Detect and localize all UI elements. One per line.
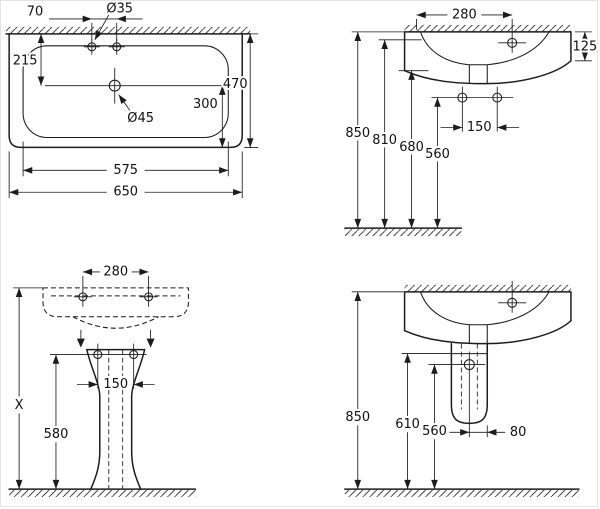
supply-connections	[446, 86, 514, 132]
pedestal-side-dimension-lines	[351, 291, 506, 490]
tap-holes	[83, 38, 125, 55]
dim-label-connection-height: 580	[44, 427, 69, 442]
dim-label-rim-height: 850	[345, 126, 370, 141]
floor-hatch	[344, 229, 462, 237]
wall-hung-dimension-lines	[351, 11, 592, 229]
dim-label-connection-spacing: 150	[467, 120, 492, 135]
floor-hatch	[344, 490, 579, 498]
drain-hole	[45, 67, 229, 104]
tap-hole	[498, 280, 527, 313]
dim-label-rim-height-x: X	[15, 398, 24, 413]
dim-label-tap-hole-spacing: 280	[103, 264, 128, 279]
dim-label-wall-to-center: 215	[13, 53, 38, 68]
pedestal-outline	[86, 348, 146, 490]
basin-outline-dashed	[42, 287, 189, 329]
dim-label-tap-hole-dia: Ø35	[106, 1, 133, 16]
basin-profile	[403, 31, 572, 85]
dim-label-trap-cover-height: 610	[395, 417, 420, 432]
dim-label-connection-spacing: 150	[103, 377, 128, 392]
view-side-wall-hung: 280 125 850 810 680 560 150	[343, 5, 599, 237]
dim-label-outlet-offset: 80	[510, 425, 526, 440]
basin-outline	[8, 33, 243, 149]
dim-label-connection-height: 560	[425, 147, 450, 162]
view-front-pedestal: 280 X 580 150	[8, 262, 197, 498]
dim-label-tap-hole-spacing: 70	[27, 4, 43, 19]
supply-connections	[84, 343, 147, 389]
dim-label-center-to-front: 300	[193, 97, 218, 112]
pedestal-front-dimension-lines	[13, 268, 155, 490]
dim-label-depth: 470	[223, 77, 248, 92]
dim-label-rim-height: 850	[345, 410, 370, 425]
mounting-arrows	[76, 329, 155, 348]
floor-hatch	[9, 490, 196, 498]
plan-dimension-lines	[8, 14, 259, 199]
basin-profile	[403, 291, 572, 345]
outlet-connection	[454, 351, 486, 438]
dim-label-width: 650	[113, 185, 138, 200]
view-side-pedestal: 850 610 560 80	[343, 280, 580, 498]
tap-hole	[498, 18, 527, 53]
dim-label-tap-hole-offset: 280	[452, 7, 477, 22]
rim-section-hatch	[404, 24, 571, 32]
dim-label-inner-width: 575	[113, 163, 138, 178]
tap-holes	[73, 275, 158, 307]
dim-label-underside-height: 680	[399, 140, 424, 155]
wall-hatch	[6, 26, 251, 34]
rim-section-hatch	[404, 284, 571, 292]
bowl-outline	[22, 45, 229, 138]
dim-label-drain-dia: Ø45	[127, 111, 154, 126]
dim-label-fixing-height: 810	[372, 133, 397, 148]
view-plan: 70 Ø35 215 300 470 Ø45 575 650	[5, 1, 259, 202]
dim-label-apron-height: 125	[573, 39, 598, 54]
dim-label-outlet-height: 560	[422, 424, 447, 439]
